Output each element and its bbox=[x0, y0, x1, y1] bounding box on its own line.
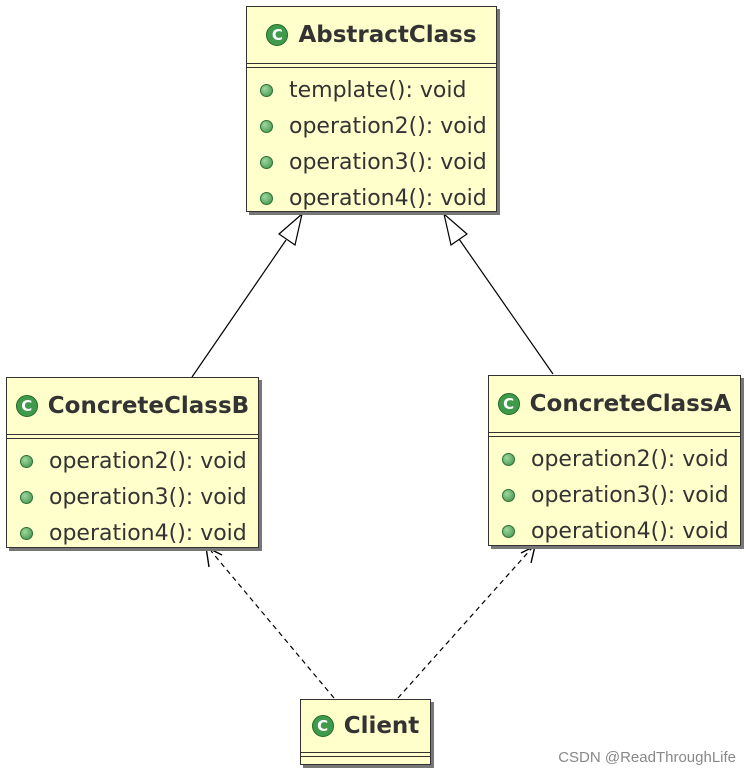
operation-label: operation4(): void bbox=[531, 518, 729, 544]
client-class-box[interactable]: C Client bbox=[300, 699, 431, 765]
public-method-icon bbox=[502, 452, 515, 466]
class-header: C ConcreteClassA bbox=[489, 376, 740, 432]
operation-label: operation2(): void bbox=[49, 448, 247, 474]
class-icon: C bbox=[497, 393, 520, 415]
operations-list: operation2(): void operation3(): void op… bbox=[7, 439, 258, 553]
operation-item: operation2(): void bbox=[7, 443, 258, 479]
public-method-icon bbox=[260, 119, 273, 133]
concrete-class-b-box[interactable]: C ConcreteClassB operation2(): void oper… bbox=[6, 377, 259, 548]
public-method-icon bbox=[502, 488, 515, 502]
operation-item: template(): void bbox=[247, 72, 496, 108]
class-name: ConcreteClassA bbox=[529, 391, 732, 417]
operation-item: operation2(): void bbox=[247, 108, 496, 144]
operation-item: operation3(): void bbox=[7, 479, 258, 515]
class-icon: C bbox=[311, 715, 334, 737]
dependency-line-a bbox=[397, 547, 533, 699]
operation-item: operation4(): void bbox=[247, 180, 496, 216]
class-name: AbstractClass bbox=[298, 22, 477, 48]
generalization-line-b bbox=[191, 239, 287, 378]
public-method-icon bbox=[260, 83, 273, 97]
operation-item: operation4(): void bbox=[489, 513, 740, 549]
generalization-line-a bbox=[458, 238, 554, 375]
public-method-icon bbox=[260, 191, 273, 205]
class-icon: C bbox=[15, 395, 38, 417]
operation-item: operation3(): void bbox=[489, 477, 740, 513]
class-name: Client bbox=[343, 713, 420, 739]
class-header: C AbstractClass bbox=[247, 7, 496, 63]
public-method-icon bbox=[20, 526, 33, 540]
operation-label: operation3(): void bbox=[531, 482, 729, 508]
dependency-line-b bbox=[210, 550, 335, 699]
compartment-separator bbox=[489, 432, 740, 437]
operation-item: operation4(): void bbox=[7, 515, 258, 551]
watermark: CSDN @ReadThroughLife bbox=[558, 749, 736, 766]
inheritance-arrowhead-a bbox=[443, 212, 468, 246]
operations-list: template(): void operation2(): void oper… bbox=[247, 68, 496, 218]
abstract-class-box[interactable]: C AbstractClass template(): void operati… bbox=[246, 6, 497, 212]
public-method-icon bbox=[20, 490, 33, 504]
operation-label: template(): void bbox=[289, 77, 467, 103]
public-method-icon bbox=[502, 524, 515, 538]
operation-item: operation3(): void bbox=[247, 144, 496, 180]
operation-label: operation2(): void bbox=[531, 446, 729, 472]
class-header: C ConcreteClassB bbox=[7, 378, 258, 434]
dependency-arrowhead-a bbox=[520, 544, 537, 564]
operation-label: operation3(): void bbox=[49, 484, 247, 510]
compartment-separator bbox=[7, 434, 258, 439]
concrete-class-a-box[interactable]: C ConcreteClassA operation2(): void oper… bbox=[488, 375, 741, 546]
operation-label: operation4(): void bbox=[49, 520, 247, 546]
operation-item: operation2(): void bbox=[489, 441, 740, 477]
operation-label: operation4(): void bbox=[289, 185, 487, 211]
inheritance-arrowhead-b bbox=[278, 212, 303, 246]
operations-list: operation2(): void operation3(): void op… bbox=[489, 437, 740, 551]
operation-label: operation3(): void bbox=[289, 149, 487, 175]
compartment-separator bbox=[247, 63, 496, 68]
class-name: ConcreteClassB bbox=[47, 393, 250, 419]
class-icon: C bbox=[266, 24, 289, 46]
public-method-icon bbox=[20, 454, 33, 468]
class-header: C Client bbox=[301, 700, 430, 752]
compartment-separator bbox=[301, 752, 430, 757]
public-method-icon bbox=[260, 155, 273, 169]
operation-label: operation2(): void bbox=[289, 113, 487, 139]
